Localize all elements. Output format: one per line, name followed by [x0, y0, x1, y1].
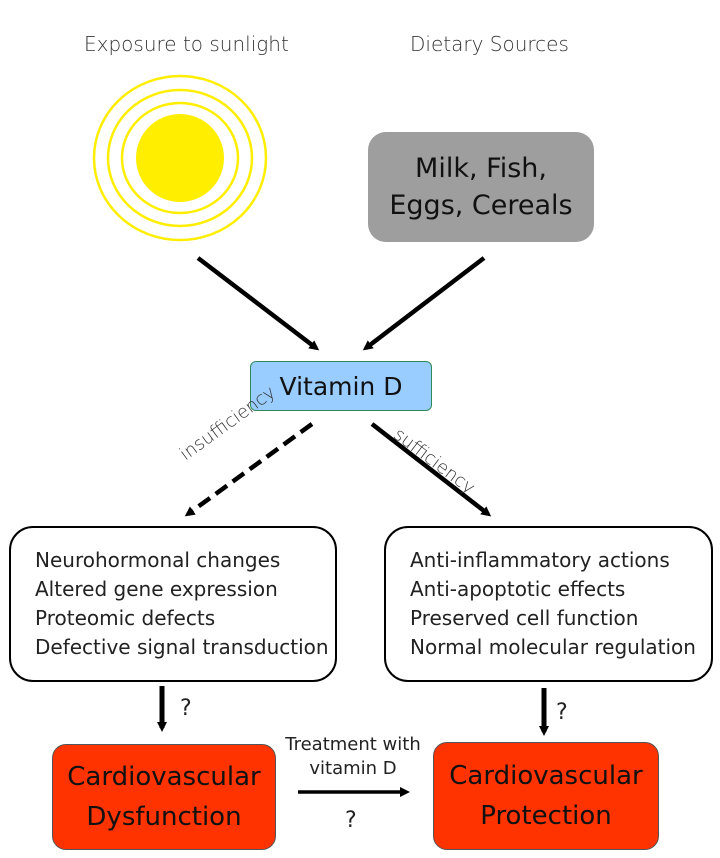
- arrow-sun-to-vitamin: [196, 256, 320, 351]
- dietary-sources-box: Milk, Fish, Eggs, Cereals: [368, 132, 594, 242]
- left-question-mark: ?: [180, 696, 192, 721]
- protection-line1: Cardiovascular: [449, 761, 643, 791]
- dysfunction-line2: Dysfunction: [86, 802, 242, 832]
- diet-box-line1: Milk, Fish,: [415, 153, 547, 184]
- vitamin-d-box: Vitamin D: [250, 361, 432, 411]
- arrow-diet-to-vitamin: [362, 256, 486, 351]
- list-item: Normal molecular regulation: [410, 635, 696, 659]
- insufficiency-effects-box: Neurohormonal changes Altered gene expre…: [9, 526, 337, 682]
- dietary-sources-label: Dietary Sources: [410, 32, 569, 56]
- list-item: Proteomic defects: [35, 606, 216, 630]
- diet-box-line2: Eggs, Cereals: [389, 190, 573, 221]
- arrow-sufficiency: [370, 422, 492, 517]
- protection-line2: Protection: [480, 801, 612, 831]
- arrow-insufficiency: [184, 422, 314, 517]
- sunlight-label: Exposure to sunlight: [84, 32, 289, 56]
- list-item: Preserved cell function: [410, 606, 639, 630]
- vitamin-d-label: Vitamin D: [279, 371, 403, 401]
- cardiovascular-dysfunction-box: Cardiovascular Dysfunction: [52, 744, 276, 850]
- treatment-line1: Treatment with: [285, 734, 421, 755]
- treatment-line2: vitamin D: [309, 758, 397, 779]
- treatment-label: Treatment with vitamin D: [278, 733, 428, 781]
- list-item: Altered gene expression: [35, 577, 278, 601]
- list-item: Defective signal transduction: [35, 635, 329, 659]
- treatment-question-mark: ?: [345, 808, 357, 833]
- list-item: Anti-apoptotic effects: [410, 577, 626, 601]
- right-question-mark: ?: [556, 700, 568, 725]
- list-item: Anti-inflammatory actions: [410, 548, 670, 572]
- dysfunction-line1: Cardiovascular: [67, 762, 261, 792]
- sufficiency-effects-box: Anti-inflammatory actions Anti-apoptotic…: [384, 526, 713, 682]
- sun-icon: [92, 74, 268, 242]
- cardiovascular-protection-box: Cardiovascular Protection: [433, 742, 659, 850]
- list-item: Neurohormonal changes: [35, 548, 281, 572]
